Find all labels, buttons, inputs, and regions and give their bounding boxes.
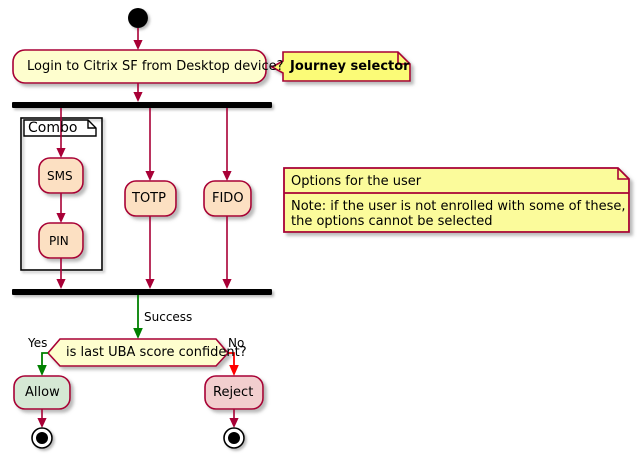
edge-label-success: Success [144,310,193,324]
edge-fido-to-join [222,216,232,289]
join-bar [12,289,272,295]
legend-box-shape [283,167,630,233]
decision-uba-label: is last UBA score confident? [66,345,247,360]
edge-decision-no [228,352,239,376]
edge-label-yes: Yes [28,336,48,350]
note-journey-selector-shape [270,51,411,82]
activity-allow-label: Allow [25,385,60,400]
edge-sms-to-pin [56,193,66,223]
start-node [128,8,148,28]
note-journey-selector-label: Journey selector [290,59,410,74]
edge-label-no: No [228,336,245,350]
edge-reject-to-end [229,409,239,428]
fork-bar [12,102,272,108]
edge-fork-to-totp [145,108,155,181]
activity-login-label: Login to Citrix SF from Desktop device? [27,59,284,74]
activity-reject-label: Reject [213,385,254,400]
edge-join-to-decision [133,295,143,339]
activity-sms-label: SMS [47,169,73,183]
activity-pin-label: PIN [49,234,69,248]
edge-fork-to-sms [56,108,66,158]
legend-body-line2: the options cannot be selected [291,214,493,229]
edge-decision-yes [37,352,48,376]
activity-totp-label: TOTP [132,191,166,206]
activity-fido-label: FIDO [212,191,244,206]
end-node-reject [223,427,245,449]
edge-pin-to-join [56,258,66,289]
edge-start-to-login [133,28,143,50]
end-node-allow [31,427,53,449]
activity-login-shape[interactable] [12,49,267,84]
edge-login-to-fork [133,83,143,102]
edge-totp-to-join [145,216,155,289]
legend-body-line1: Note: if the user is not enrolled with s… [291,199,626,214]
edge-fork-to-fido [222,108,232,181]
edge-allow-to-end [37,409,47,428]
legend-header-label: Options for the user [291,174,422,189]
partition-combo-label: Combo [28,120,78,136]
